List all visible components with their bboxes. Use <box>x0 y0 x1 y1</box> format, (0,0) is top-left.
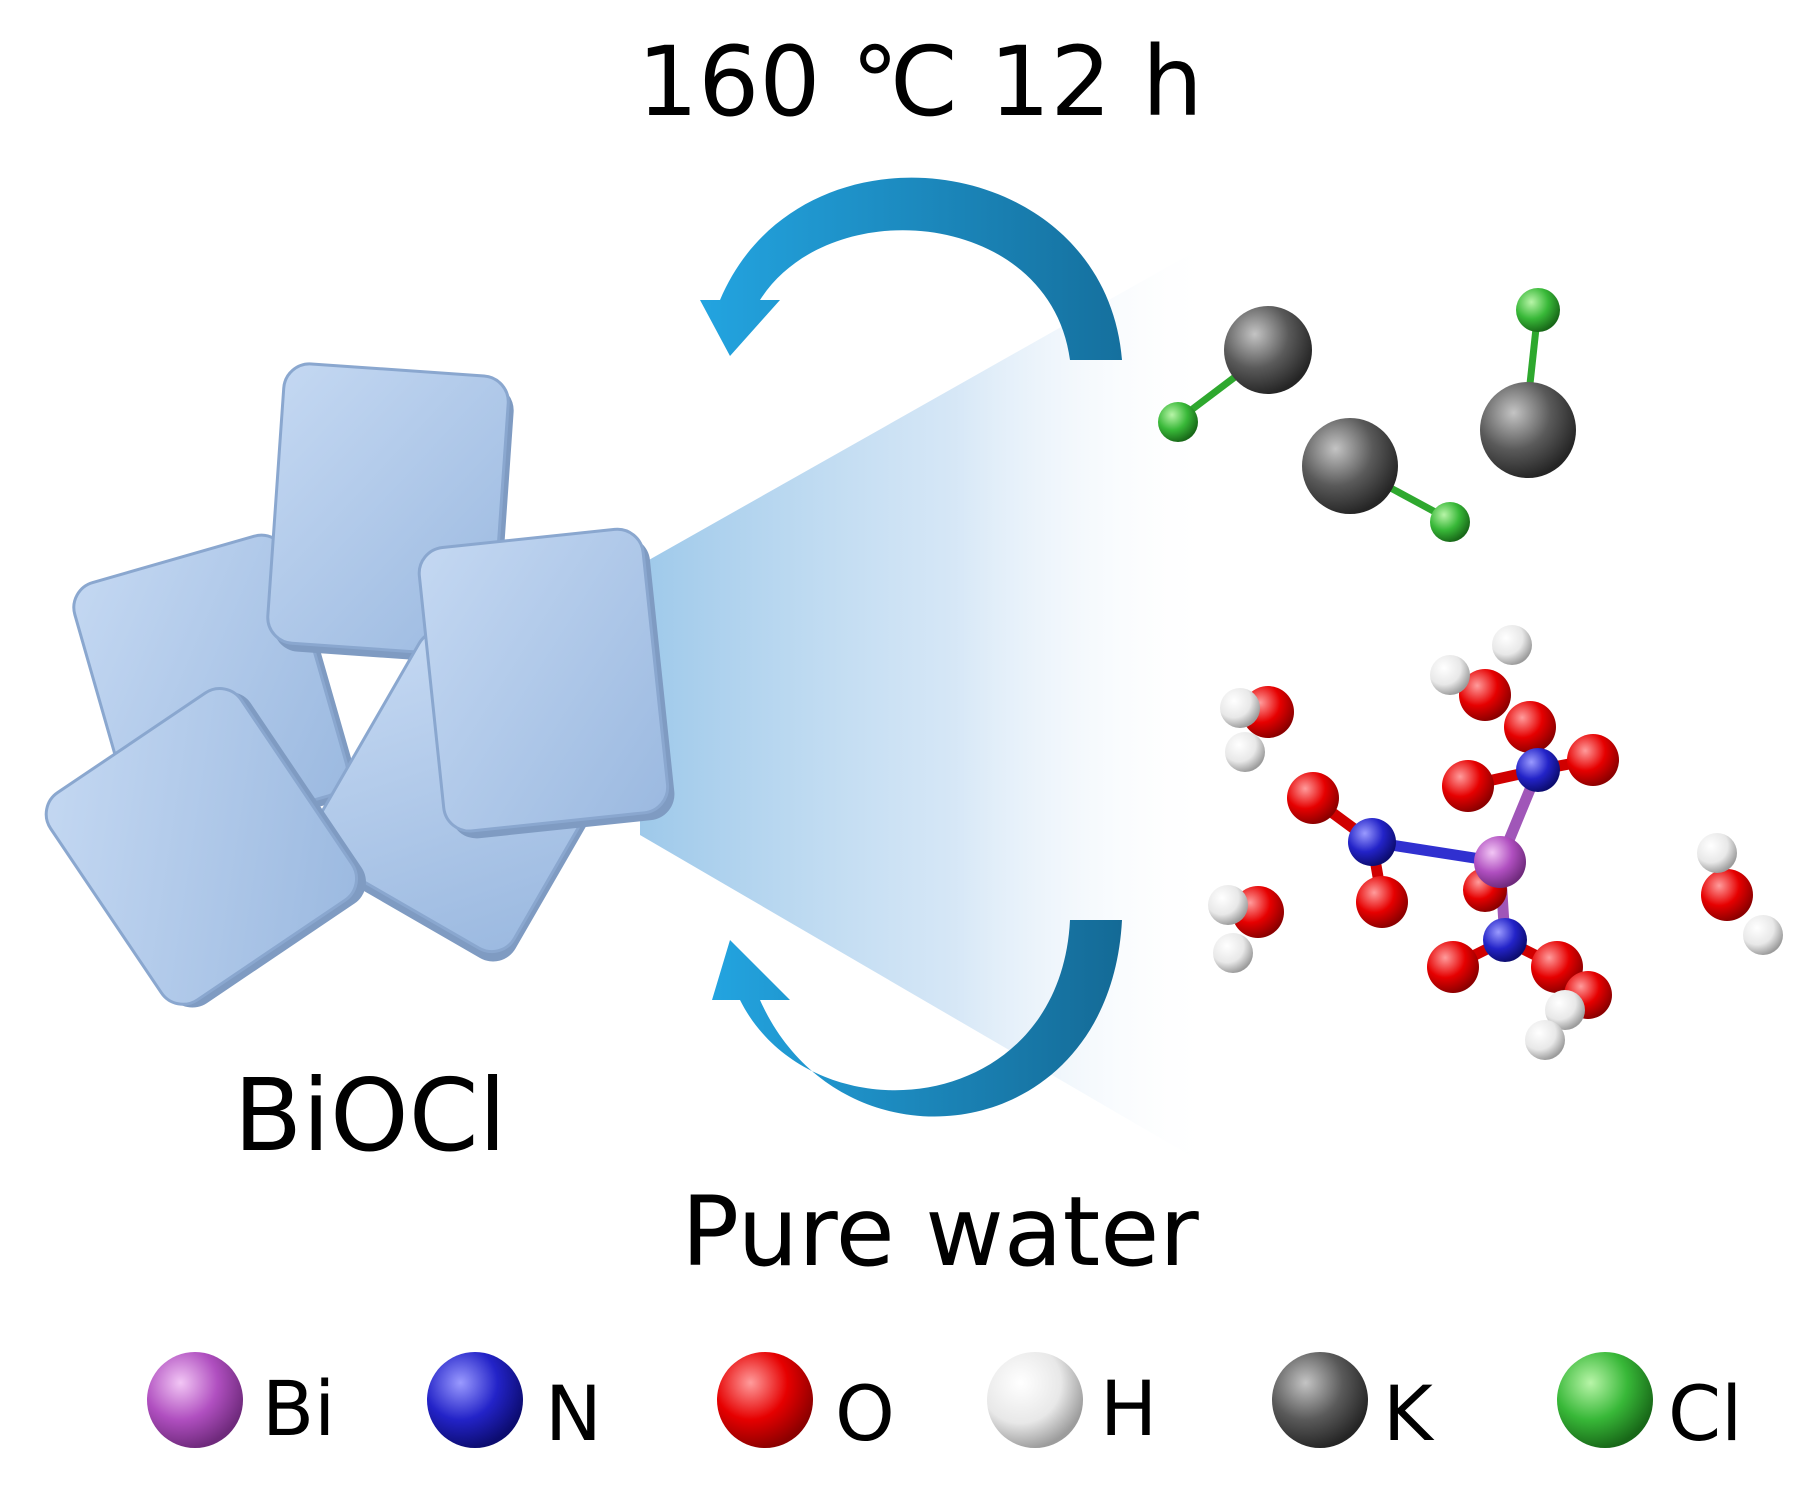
legend-cl-ball <box>1557 1352 1653 1448</box>
water-molecules <box>1208 625 1783 1060</box>
legend-item-k: K <box>1272 1352 1435 1458</box>
legend-cl-label: Cl <box>1668 1369 1742 1458</box>
legend-o-label: O <box>835 1369 895 1458</box>
legend-h-label: H <box>1100 1364 1157 1453</box>
legend-h-ball <box>987 1352 1083 1448</box>
bismuth-nitrate-complex <box>1287 701 1619 1019</box>
water-3 <box>1208 885 1284 973</box>
element-legend: Bi N O H K Cl <box>147 1352 1742 1458</box>
water-5 <box>1525 990 1585 1060</box>
legend-bi-ball <box>147 1352 243 1448</box>
legend-item-bi: Bi <box>147 1352 335 1453</box>
legend-o-ball <box>717 1352 813 1448</box>
legend-k-ball <box>1272 1352 1368 1448</box>
water-2 <box>1220 686 1294 772</box>
legend-n-ball <box>427 1352 523 1448</box>
legend-k-label: K <box>1383 1369 1435 1458</box>
bottom-cycle-arrow <box>712 920 1122 1117</box>
legend-item-cl: Cl <box>1557 1352 1742 1458</box>
legend-bi-label: Bi <box>262 1364 335 1453</box>
condition-label: 160 ℃ 12 h <box>637 26 1203 138</box>
solvent-label: Pure water <box>681 1176 1199 1288</box>
water-4 <box>1697 833 1783 955</box>
legend-item-o: O <box>717 1352 895 1458</box>
kcl-molecules <box>1158 288 1576 542</box>
legend-item-n: N <box>427 1352 602 1458</box>
product-label: BiOCl <box>234 1057 507 1174</box>
reaction-cone <box>640 240 1215 1170</box>
top-cycle-arrow <box>700 177 1122 360</box>
biocl-plates <box>44 362 675 1008</box>
legend-item-h: H <box>987 1352 1157 1453</box>
legend-n-label: N <box>545 1369 602 1458</box>
water-1 <box>1430 625 1532 721</box>
